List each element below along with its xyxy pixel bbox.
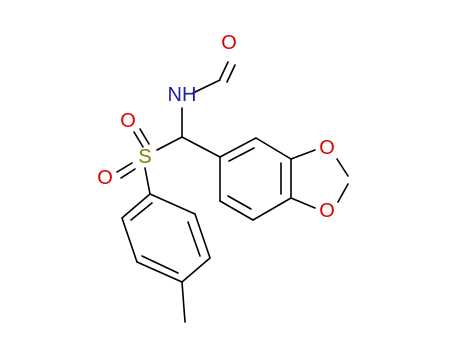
bond-s-tolyl xyxy=(144,167,151,195)
benzo-ring-bond-2 xyxy=(219,200,254,221)
tolyl-inner-bond-2 xyxy=(141,255,179,274)
bond-ch-s xyxy=(156,136,183,151)
atom-nh: NH xyxy=(168,84,197,106)
benzo-inner-bond-3 xyxy=(228,147,255,162)
bond-so-bottom-a xyxy=(116,162,133,173)
bond-co-double-b xyxy=(226,64,236,83)
tolyl-inner-bond-1 xyxy=(187,221,201,257)
bonds xyxy=(116,61,349,323)
tolyl-ring-bond-3 xyxy=(181,257,211,283)
bond-ch-aryl xyxy=(181,136,221,158)
atom-o-formyl: O xyxy=(221,32,237,54)
atom-o-dioxole-bottom: O xyxy=(319,200,335,222)
tolyl-ring-bond-6 xyxy=(121,193,151,219)
benzo-ring-bond-5 xyxy=(255,137,292,160)
benzo-inner-bond-1 xyxy=(227,195,252,210)
atom-s: S xyxy=(138,146,151,168)
tolyl-ring-bond-2 xyxy=(194,213,211,259)
bond-so-top-a xyxy=(133,131,144,148)
bond-co-double-a xyxy=(219,61,229,80)
bond-formyl-c-n xyxy=(192,79,221,94)
bond-methyl xyxy=(181,281,186,323)
tolyl-inner-bond-3 xyxy=(130,202,153,221)
benzo-ring-bond-6 xyxy=(219,137,257,158)
atom-o-sulfonyl-bottom: O xyxy=(97,167,113,189)
atom-o-dioxole-top: O xyxy=(319,137,335,159)
tolyl-ring-bond-1 xyxy=(149,193,196,215)
benzo-ring-bond-3 xyxy=(252,197,292,221)
dioxole-bond-2 xyxy=(336,158,349,177)
atom-o-sulfonyl-top: O xyxy=(120,110,136,132)
dioxole-bond-4 xyxy=(290,197,316,209)
tolyl-ring-bond-4 xyxy=(136,261,183,283)
bond-so-top-b xyxy=(139,128,150,145)
bond-so-bottom-b xyxy=(120,168,136,179)
dioxole-bond-1 xyxy=(290,149,316,160)
tolyl-ring-bond-5 xyxy=(121,217,138,263)
dioxole-bond-3 xyxy=(337,183,349,203)
atom-labels: O NH S O O O O xyxy=(97,32,335,222)
